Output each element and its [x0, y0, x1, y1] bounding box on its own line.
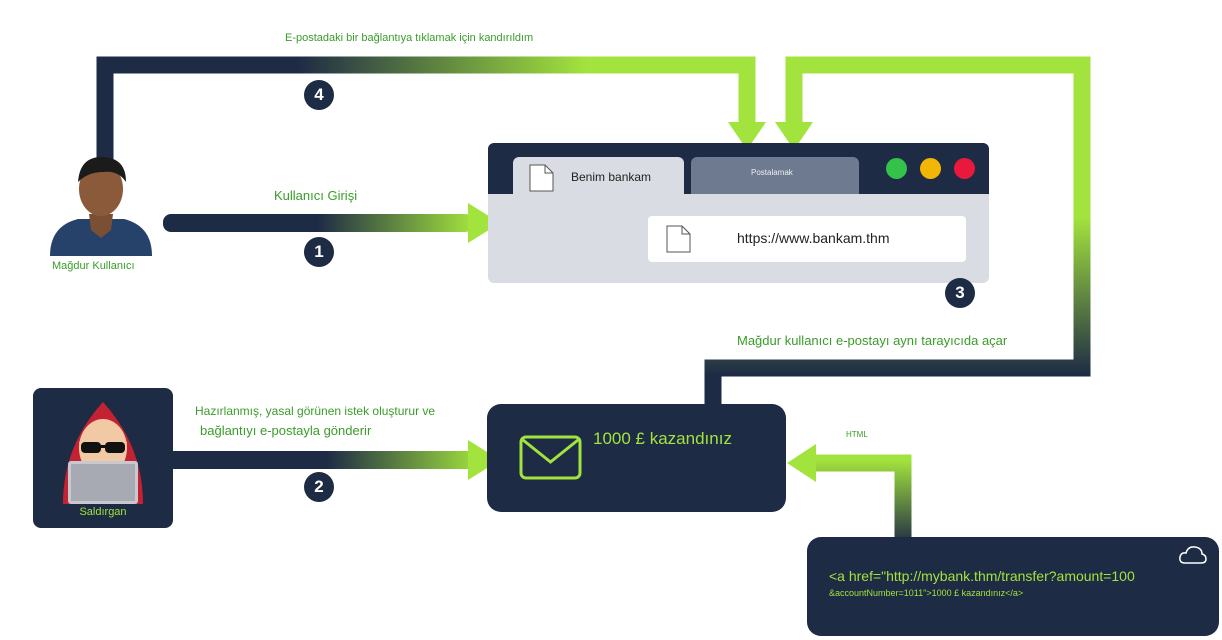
tab-postalamak[interactable]: Postalamak: [691, 157, 859, 194]
arrow-head-payload: [787, 444, 816, 482]
step3-label: Mağdur kullanıcı e-postayı aynı tarayıcı…: [737, 333, 1008, 348]
step2-label-line1: Hazırlanmış, yasal görünen istek oluştur…: [195, 404, 436, 418]
envelope-icon: [519, 435, 582, 480]
window-minimize-dot[interactable]: [920, 158, 941, 179]
attacker-label: Saldırgan: [79, 506, 127, 518]
page-icon: [666, 225, 691, 253]
tab-inactive-label: Postalamak: [751, 168, 793, 177]
attacker-card: Saldırgan: [33, 388, 173, 528]
flow-line-payload: [810, 454, 912, 545]
flow-line-step2: [172, 451, 482, 469]
arrow-head-step1: [468, 203, 500, 243]
tab-active-label: Benim bankam: [571, 170, 652, 184]
victim-label: Mağdur Kullanıcı: [52, 260, 135, 272]
step4-label: E-postadaki bir bağlantıya tıklamak için…: [285, 32, 534, 44]
arrow-head-step2: [468, 440, 500, 480]
email-box: 1000 £ kazandınız: [487, 404, 786, 512]
arrow-head-step3: [775, 122, 813, 150]
flow-line-step4: [96, 56, 756, 160]
step1-number: 1: [304, 237, 334, 267]
payload-line-1: <a href="http://mybank.thm/transfer?amou…: [829, 568, 1135, 584]
victim-avatar: [50, 156, 152, 256]
payload-code-box: <a href="http://mybank.thm/transfer?amou…: [807, 537, 1219, 636]
cloud-icon: [1179, 546, 1207, 564]
email-subject: 1000 £ kazandınız: [593, 429, 732, 448]
payload-tag: HTML: [846, 430, 868, 439]
hacker-icon: [63, 402, 143, 504]
flow-line-step3: [704, 56, 1091, 404]
window-close-dot[interactable]: [954, 158, 975, 179]
address-url: https://www.bankam.thm: [737, 230, 890, 246]
flow-line-step1: [163, 214, 473, 232]
address-bar[interactable]: https://www.bankam.thm: [648, 216, 966, 262]
step3-number: 3: [945, 278, 975, 308]
document-icon: [529, 164, 554, 192]
payload-line-2: &accountNumber=1011">1000 £ kazandınız</…: [829, 588, 1024, 598]
step2-label-line2: bağlantıyı e-postayla gönderir: [200, 423, 372, 438]
step1-label: Kullanıcı Girişi: [274, 188, 358, 203]
browser-window: Benim bankam Postalamak https://www.bank…: [488, 143, 989, 283]
window-maximize-dot[interactable]: [886, 158, 907, 179]
step2-number: 2: [304, 472, 334, 502]
tab-benim-bankam[interactable]: Benim bankam: [513, 157, 684, 195]
step4-number: 4: [304, 80, 334, 110]
arrow-head-step4: [728, 122, 766, 150]
